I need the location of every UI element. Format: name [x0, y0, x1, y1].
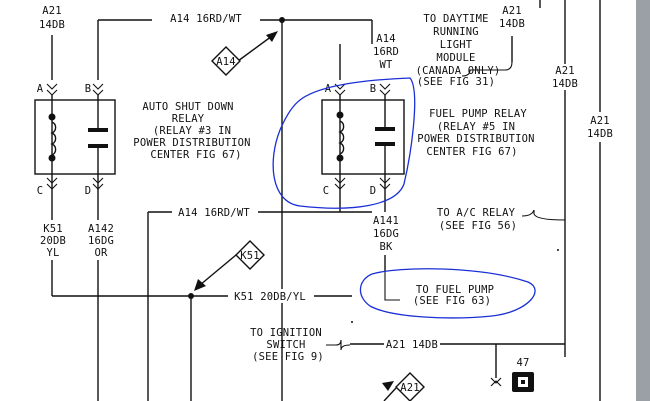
svg-text:TO FUEL PUMP: TO FUEL PUMP: [416, 284, 494, 296]
wire-label-14db-right1: 14DB: [552, 78, 578, 90]
wire-label-a14-top: A14 16RD/WT: [170, 13, 242, 25]
asd-relay-label: AUTO SHUT DOWN RELAY (RELAY #3 IN POWER …: [133, 101, 250, 161]
k51-flag-label: K51: [240, 250, 260, 262]
svg-text:POWER DISTRIBUTION: POWER DISTRIBUTION: [417, 133, 534, 145]
window-edge: [636, 0, 650, 401]
svg-text:(SEE FIG 9): (SEE FIG 9): [252, 351, 324, 363]
ref-daytime-leader: [461, 61, 513, 77]
fuel-pump-contacts: [375, 100, 395, 174]
svg-text:YL: YL: [46, 247, 59, 259]
svg-text:(RELAY #3 IN: (RELAY #3 IN: [153, 125, 231, 137]
wire-label-a142: A142 16DG OR: [88, 223, 114, 259]
wire-label-k51-left: K51 20DB YL: [40, 223, 66, 259]
ref-ac-relay: TO A/C RELAY (SEE FIG 56): [437, 207, 517, 232]
fp-pin-c: C: [323, 185, 330, 197]
asd-relay-box: [34, 99, 116, 175]
wire-label-a21: A21: [42, 5, 62, 17]
svg-text:CENTER FIG 67): CENTER FIG 67): [426, 146, 517, 158]
wire-label-14db-right2: 14DB: [587, 128, 613, 140]
fp-pin-a: A: [325, 83, 332, 95]
annotation-circle-fuel-relay: [272, 77, 416, 209]
svg-text:POWER DISTRIBUTION: POWER DISTRIBUTION: [133, 137, 250, 149]
wire-label-14db-fuel: 14DB: [499, 18, 525, 30]
svg-text:TO IGNITION: TO IGNITION: [250, 327, 322, 339]
svg-text:OR: OR: [94, 247, 108, 259]
wire-label-a21-ignition: A21 14DB: [386, 339, 438, 351]
svg-text:RUNNING: RUNNING: [433, 26, 479, 38]
ref-fuelpump-leader: [384, 272, 400, 301]
asd-pin-b: B: [85, 83, 92, 95]
ref-daytime-running-light: TO DAYTIME RUNNING LIGHT MODULE (CANADA …: [416, 13, 501, 88]
label-bg-a21-ign: [384, 337, 440, 351]
label-bg-a14-mid: [172, 205, 258, 219]
svg-text:CENTER FIG 67): CENTER FIG 67): [150, 149, 241, 161]
connector-47: 47: [512, 357, 534, 392]
svg-text:K51: K51: [43, 223, 63, 235]
svg-text:(SEE FIG 56): (SEE FIG 56): [439, 220, 517, 232]
svg-text:(SEE FIG 31): (SEE FIG 31): [417, 76, 495, 88]
asd-pin-d: D: [85, 185, 92, 197]
wire-label-k51-bottom: K51 20DB/YL: [234, 291, 306, 303]
fuel-pump-coil: [336, 100, 345, 174]
a21-flag-label: A21: [400, 382, 420, 394]
svg-text:A142: A142: [88, 223, 114, 235]
splice-k51: [188, 293, 194, 299]
ref-ignition-leader: [326, 339, 351, 351]
label-bg: [152, 10, 260, 24]
wire-label-wt: WT: [379, 59, 393, 71]
wire-label-a21-right1: A21: [555, 65, 575, 77]
svg-text:LIGHT: LIGHT: [440, 39, 473, 51]
connector-47-label: 47: [516, 357, 529, 369]
svg-text:20DB: 20DB: [40, 235, 66, 247]
wire-label-a21-right2: A21: [590, 115, 610, 127]
svg-text:(RELAY #5 IN: (RELAY #5 IN: [437, 121, 515, 133]
svg-text:MODULE: MODULE: [436, 52, 475, 64]
pin-chevrons: [46, 83, 502, 387]
wire-label-a14-r5: A14: [376, 33, 396, 45]
svg-text:FUEL PUMP RELAY: FUEL PUMP RELAY: [429, 108, 527, 120]
svg-text:(SEE FIG 63): (SEE FIG 63): [413, 295, 491, 307]
svg-text:A141: A141: [373, 215, 399, 227]
k51-flag: K51: [194, 240, 265, 291]
speck: [351, 321, 353, 323]
svg-text:AUTO SHUT DOWN: AUTO SHUT DOWN: [142, 101, 233, 113]
fp-pin-d: D: [370, 185, 377, 197]
asd-pin-a: A: [37, 83, 44, 95]
label-bg-k51: [228, 289, 314, 303]
ref-ignition-switch: TO IGNITION SWITCH (SEE FIG 9): [250, 327, 324, 363]
asd-coil: [48, 100, 57, 174]
svg-text:(CANADA ONLY): (CANADA ONLY): [416, 65, 501, 77]
svg-text:TO DAYTIME: TO DAYTIME: [423, 13, 488, 25]
splice-a14-top: [279, 17, 285, 23]
asd-pin-c: C: [37, 185, 44, 197]
annotation-circle-fuel-pump: [359, 268, 536, 319]
fuel-pump-relay-label: FUEL PUMP RELAY (RELAY #5 IN POWER DISTR…: [417, 108, 534, 158]
svg-text:RELAY: RELAY: [172, 113, 205, 125]
svg-text:BK: BK: [379, 241, 393, 253]
ref-fuel-pump: TO FUEL PUMP (SEE FIG 63): [413, 284, 494, 307]
label-bg-a21-right1: [552, 64, 580, 90]
fuel-pump-relay-box: [321, 99, 405, 175]
wire-label-16rd: 16RD: [373, 46, 399, 58]
wire-label-a21-fuel: A21: [502, 5, 522, 17]
a14-flag: A14: [211, 31, 278, 76]
ref-ac-leader: [521, 209, 566, 221]
svg-text:16DG: 16DG: [373, 228, 399, 240]
a14-flag-label: A14: [216, 56, 236, 68]
wire-label-a141: A141 16DG BK: [373, 215, 399, 253]
speck: [557, 249, 559, 251]
svg-text:SWITCH: SWITCH: [266, 339, 305, 351]
a21-flag: A21: [382, 372, 425, 401]
label-bg-a21-right2: [586, 112, 614, 142]
asd-contacts: [88, 100, 108, 174]
wire-label-14db: 14DB: [39, 19, 65, 31]
fp-pin-b: B: [370, 83, 377, 95]
svg-text:16DG: 16DG: [88, 235, 114, 247]
svg-text:TO A/C RELAY: TO A/C RELAY: [437, 207, 516, 219]
wire-label-a14-mid: A14 16RD/WT: [178, 207, 250, 219]
